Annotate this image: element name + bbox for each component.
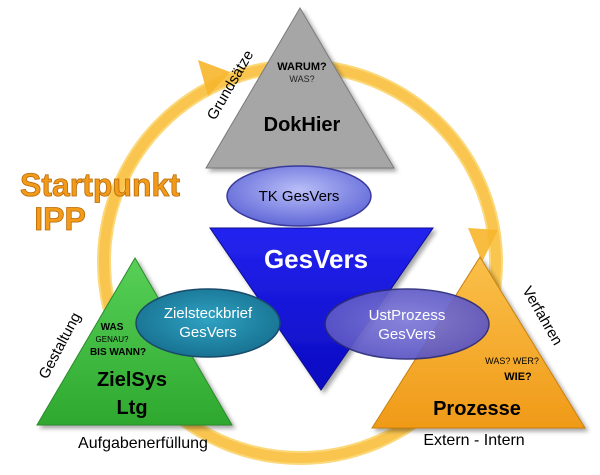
right-question-2: WIE? [504, 371, 532, 383]
ellipse-right-line1: UstProzess [369, 307, 446, 324]
startpunkt-line2: IPP [34, 201, 86, 237]
ellipse-top-label: TK GesVers [259, 188, 340, 205]
right-question-1: WAS? WER? [485, 356, 539, 366]
ellipse-zielsteckbrief [135, 288, 281, 358]
ring-arrowhead-icon [468, 228, 498, 262]
top-question-sub: WAS? [289, 74, 314, 84]
ellipse-left-line1: Zielsteckbrief [164, 305, 253, 322]
top-question-main: WARUM? [277, 61, 327, 73]
startpunkt-line1: Startpunkt [20, 167, 180, 203]
ellipse-tk-gesvers [226, 165, 372, 227]
left-title-line2: Ltg [116, 397, 147, 419]
left-question-1: WAS [101, 322, 124, 333]
left-bottom-label: Aufgabenerfüllung [78, 435, 208, 452]
right-title: Prozesse [433, 398, 521, 420]
left-question-2: GENAU? [96, 335, 129, 344]
ring-arrowhead-icon [198, 60, 230, 96]
ellipse-right-line2: GesVers [378, 326, 436, 343]
left-question-3: BIS WANN? [90, 347, 146, 358]
ellipse-left-line2: GesVers [179, 324, 237, 341]
right-bottom-label: Extern - Intern [423, 432, 524, 449]
left-title-line1: ZielSys [97, 369, 167, 391]
center-title: GesVers [264, 244, 368, 274]
top-title: DokHier [264, 114, 341, 136]
ellipse-ustprozess [324, 288, 490, 360]
